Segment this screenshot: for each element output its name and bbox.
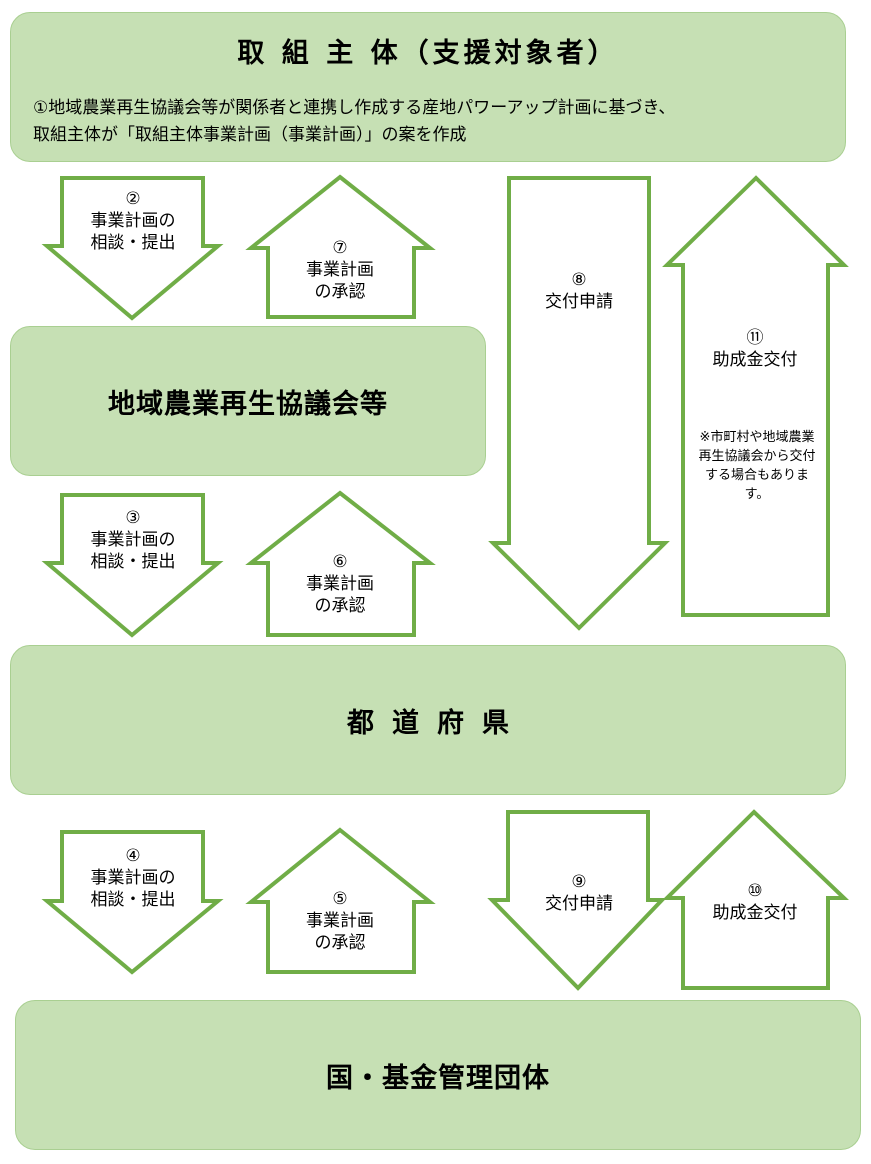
arrow-4-down [41,830,224,975]
arrow-9-number: ⑨ [571,872,587,892]
arrow-8-number: ⑧ [571,270,587,290]
arrow-7-line2: の承認 [314,282,366,302]
prefecture-box: 都道府県 [10,645,846,795]
arrow-10-up [662,809,849,990]
arrow-2-label: ② 事業計画の 相談・提出 [91,188,176,254]
arrow-6-label: ⑥ 事業計画 の承認 [306,551,374,617]
description-line-2: 取組主体が「取組主体事業計画（事業計画）」の案を作成 [33,125,467,145]
arrow-3-number: ③ [125,508,141,528]
arrow-5-up [245,827,436,974]
arrow-3-line1: 事業計画の [90,530,176,550]
arrow-10-line1: 助成金交付 [712,903,798,923]
arrow-5-number: ⑤ [332,889,348,909]
arrow-2-line2: 相談・提出 [90,233,176,253]
implementing-entity-title: 取 組 主 体（支援対象者） [237,38,619,69]
arrow-6-line2: の承認 [314,596,366,616]
arrow-4-label: ④ 事業計画の 相談・提出 [91,845,176,911]
arrow-11-up [662,175,849,617]
national-fund-box: 国・基金管理団体 [15,1000,861,1150]
arrow-8-down [488,176,670,631]
implementing-entity-description: ①地域農業再生協議会等が関係者と連携し作成する産地パワーアップ計画に基づき、 取… [33,95,831,149]
arrow-2-number: ② [125,189,141,209]
arrow-11-number: ⑪ [746,328,764,348]
arrow-4-line2: 相談・提出 [90,890,176,910]
national-fund-label: 国・基金管理団体 [326,1062,550,1094]
arrow-6-number: ⑥ [332,552,348,572]
arrow-8-line1: 交付申請 [545,292,613,312]
arrow-9-line1: 交付申請 [545,894,613,914]
arrow-9-label: ⑨ 交付申請 [545,871,613,915]
arrow-10-number: ⑩ [747,881,763,901]
arrow-5-line2: の承認 [314,933,366,953]
arrow-3-line2: 相談・提出 [90,552,176,572]
arrow-9-down [487,810,667,991]
arrow-3-down [41,493,224,638]
prefecture-label: 都道府県 [347,707,527,739]
arrow-7-up [245,174,436,319]
arrow-5-line1: 事業計画 [306,911,374,931]
arrow-4-number: ④ [125,846,141,866]
arrow-7-line1: 事業計画 [306,260,374,280]
arrow-7-label: ⑦ 事業計画 の承認 [306,237,374,303]
arrow-2-down [41,176,224,321]
arrow-7-number: ⑦ [332,238,348,258]
arrow-5-label: ⑤ 事業計画 の承認 [306,888,374,954]
arrow-11-line1: 助成金交付 [712,350,798,370]
arrow-10-label: ⑩ 助成金交付 [713,880,798,924]
arrow-11-label: ⑪ 助成金交付 [713,327,798,371]
arrow-4-line1: 事業計画の [90,868,176,888]
description-line-1: ①地域農業再生協議会等が関係者と連携し作成する産地パワーアップ計画に基づき、 [33,98,676,118]
arrow-6-line1: 事業計画 [306,574,374,594]
regional-council-box: 地域農業再生協議会等 [10,326,486,476]
arrow-6-up [245,490,436,637]
implementing-entity-box: 取 組 主 体（支援対象者） ①地域農業再生協議会等が関係者と連携し作成する産地… [10,12,846,162]
arrow-2-line1: 事業計画の [90,211,176,231]
arrow-8-label: ⑧ 交付申請 [545,269,613,313]
grant-delivery-note: ※市町村や地域農業再生協議会から交付する場合もあります。 [698,430,816,502]
arrow-3-label: ③ 事業計画の 相談・提出 [91,507,176,573]
regional-council-label: 地域農業再生協議会等 [108,388,388,420]
